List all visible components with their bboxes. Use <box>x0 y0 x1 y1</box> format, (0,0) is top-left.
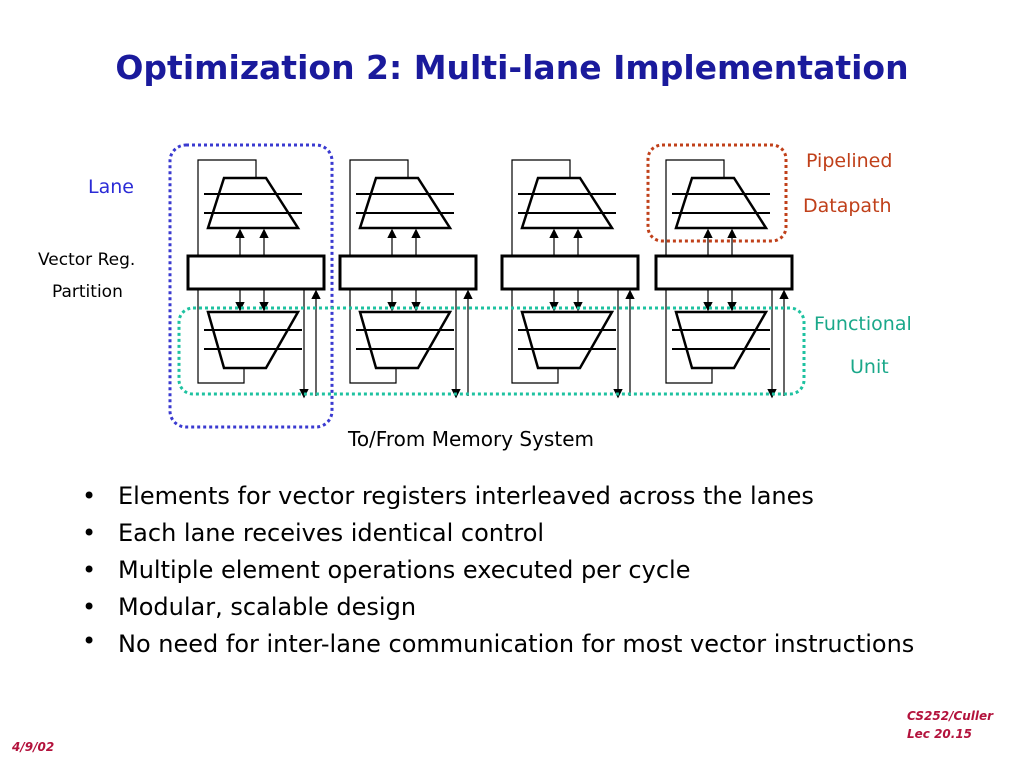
vector-register-partition <box>338 254 478 291</box>
functional-unit <box>358 310 453 370</box>
unit-label: Unit <box>850 356 889 378</box>
vector-register-partition <box>500 254 640 291</box>
bullet-dot: • <box>82 482 97 510</box>
bullet-item: • Modular, scalable design <box>80 589 940 626</box>
datapath-label: Datapath <box>803 195 892 217</box>
writeback-wire <box>511 289 559 384</box>
pipelined-datapath-unit <box>520 176 615 230</box>
functional-unit <box>520 310 615 370</box>
pipelined-datapath-unit <box>206 176 301 230</box>
bullet-dot: • <box>82 556 97 584</box>
pipelined-datapath-highlight-box <box>646 143 788 243</box>
functional-unit-highlight-box <box>177 306 806 396</box>
functional-label: Functional <box>814 313 912 335</box>
course-name: CS252/Culler <box>907 709 994 723</box>
writeback-wire <box>349 289 397 384</box>
bullet-dot: • <box>82 593 97 621</box>
vector-register-partition <box>186 254 326 291</box>
writeback-wire <box>197 159 257 256</box>
lane-highlight-box <box>168 143 334 429</box>
pipelined-datapath-unit <box>674 176 769 230</box>
vector-reg-label: Vector Reg. <box>38 250 136 270</box>
functional-unit <box>674 310 769 370</box>
slide-title: Optimization 2: Multi-lane Implementatio… <box>115 48 909 87</box>
bullet-item: • Elements for vector registers interleav… <box>80 478 940 515</box>
lane-label: Lane <box>88 176 134 198</box>
writeback-wire <box>665 289 713 384</box>
bullet-text: Elements for vector registers interleave… <box>118 482 814 510</box>
writeback-wire <box>197 289 245 384</box>
date-footer: 4/9/02 <box>12 740 55 754</box>
vector-register-partition <box>654 254 794 291</box>
course-footer: CS252/Culler Lec 20.15 <box>907 707 993 743</box>
bullet-item: • Each lane receives identical control <box>80 515 940 552</box>
pipelined-datapath-unit <box>358 176 453 230</box>
bullet-item: • Multiple element operations executed pe… <box>80 552 940 589</box>
lanes-group <box>186 159 794 399</box>
bullet-text: Each lane receives identical control <box>118 519 545 547</box>
bullet-dot: • <box>82 519 97 547</box>
lecture-number: Lec 20.15 <box>907 727 973 741</box>
writeback-wire <box>665 159 725 256</box>
vector-reg-partition-label: Partition <box>52 282 123 302</box>
bullet-text: Multiple element operations executed per… <box>118 556 691 584</box>
bullet-item: • No need for inter-lane communication fo… <box>80 626 940 660</box>
writeback-wire <box>349 159 409 256</box>
bullet-text: Modular, scalable design <box>118 593 417 621</box>
pipelined-label: Pipelined <box>806 150 893 172</box>
bullet-list: • Elements for vector registers interleav… <box>80 478 940 660</box>
memory-system-label: To/From Memory System <box>348 427 594 451</box>
functional-unit <box>206 310 301 370</box>
bullet-dot: • <box>82 627 97 655</box>
bullet-text: No need for inter-lane communication for… <box>118 630 915 658</box>
writeback-wire <box>511 159 571 256</box>
